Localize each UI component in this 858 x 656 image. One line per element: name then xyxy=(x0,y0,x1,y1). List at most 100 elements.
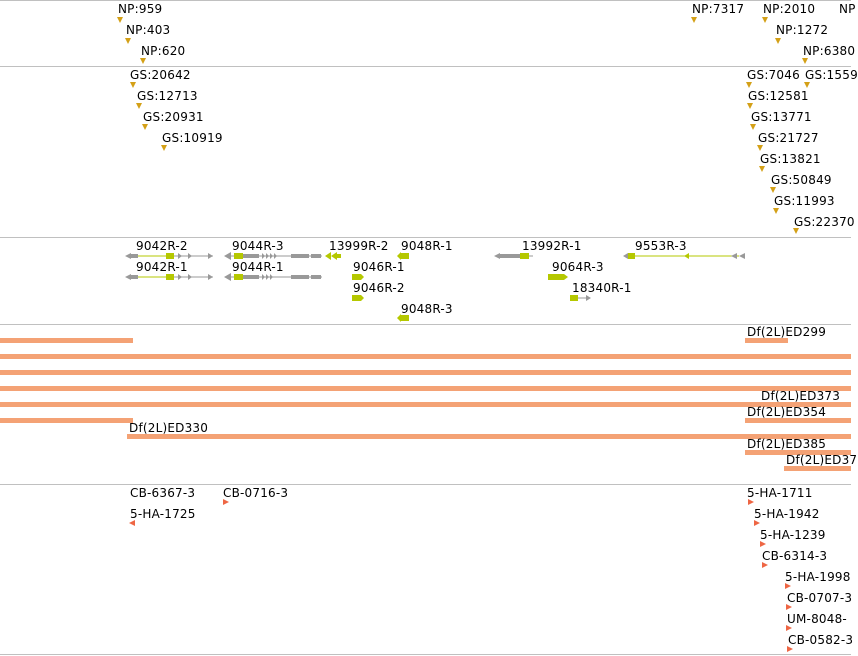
gs-feature-label[interactable]: GS:21727 xyxy=(758,131,819,145)
gs-marker-icon[interactable] xyxy=(142,124,148,130)
gs-marker-icon[interactable] xyxy=(757,145,763,151)
deficiency-bar[interactable] xyxy=(745,418,851,423)
insertion-label[interactable]: CB-6367-3 xyxy=(130,486,196,500)
deficiency-bar[interactable] xyxy=(0,338,133,343)
gene-model-9044R-1[interactable] xyxy=(224,273,322,281)
gene-label[interactable]: 9044R-1 xyxy=(232,260,284,274)
insertion-label[interactable]: UM-8048- xyxy=(787,612,847,626)
insertion-label[interactable]: CB-0582-3 xyxy=(788,633,854,647)
gene-label[interactable]: 9553R-3 xyxy=(635,239,687,253)
np-feature-label[interactable]: NP:403 xyxy=(126,23,171,37)
insertion-marker-icon[interactable] xyxy=(754,520,760,526)
np-feature-label[interactable]: NP:959 xyxy=(118,2,163,16)
gs-feature-label[interactable]: GS:11993 xyxy=(774,194,835,208)
insertion-marker-icon[interactable] xyxy=(762,562,768,568)
gs-feature-label[interactable]: GS:12713 xyxy=(137,89,198,103)
gs-marker-icon[interactable] xyxy=(770,187,776,193)
deficiency-label[interactable]: Df(2L)ED385 xyxy=(747,437,827,451)
deficiency-bar[interactable] xyxy=(127,434,851,439)
insertion-label[interactable]: 5-HA-1711 xyxy=(747,486,813,500)
gs-marker-icon[interactable] xyxy=(130,82,136,88)
gs-marker-icon[interactable] xyxy=(746,82,752,88)
gs-marker-icon[interactable] xyxy=(793,228,799,234)
np-marker-icon[interactable] xyxy=(691,17,697,23)
gene-model-9042R-2[interactable] xyxy=(125,253,213,259)
gene-label[interactable]: 9048R-3 xyxy=(401,302,453,316)
gene-model-13999R-2[interactable] xyxy=(325,252,341,260)
gene-label[interactable]: 9048R-1 xyxy=(401,239,453,253)
insertion-marker-icon[interactable] xyxy=(223,499,229,505)
gene-label[interactable]: 9042R-2 xyxy=(136,239,188,253)
insertion-marker-icon[interactable] xyxy=(785,583,791,589)
gs-marker-icon[interactable] xyxy=(750,124,756,130)
gs-marker-icon[interactable] xyxy=(804,82,810,88)
gene-model-9044R-3[interactable] xyxy=(224,252,322,260)
deficiency-bar[interactable] xyxy=(745,338,788,343)
gene-model-13992R-1[interactable] xyxy=(494,253,533,259)
insertion-label[interactable]: CB-0716-3 xyxy=(223,486,289,500)
np-feature-label[interactable]: NP:1272 xyxy=(776,23,829,37)
gs-feature-label[interactable]: GS:22370 xyxy=(794,215,855,229)
insertion-marker-icon[interactable] xyxy=(129,520,135,526)
gs-feature-label[interactable]: GS:7046 xyxy=(747,68,800,82)
insertion-marker-icon[interactable] xyxy=(786,604,792,610)
gene-model-9046R-2[interactable] xyxy=(352,295,364,301)
insertion-label[interactable]: CB-0707-3 xyxy=(787,591,853,605)
np-marker-icon[interactable] xyxy=(140,58,146,64)
deficiency-label[interactable]: Df(2L)ED330 xyxy=(129,421,209,435)
gene-model-18340R-1[interactable] xyxy=(570,295,591,301)
deficiency-label[interactable]: Df(2L)ED354 xyxy=(747,405,827,419)
gs-feature-label[interactable]: GS:13771 xyxy=(751,110,812,124)
deficiency-label[interactable]: Df(2L)ED373 xyxy=(761,389,841,403)
np-feature-label[interactable]: NP:7317 xyxy=(692,2,745,16)
gs-feature-label[interactable]: GS:13821 xyxy=(760,152,821,166)
insertion-label[interactable]: 5-HA-1725 xyxy=(130,507,196,521)
gs-marker-icon[interactable] xyxy=(136,103,142,109)
np-marker-icon[interactable] xyxy=(117,17,123,23)
deficiency-bar[interactable] xyxy=(0,354,851,359)
insertion-label[interactable]: 5-HA-1239 xyxy=(760,528,826,542)
gs-marker-icon[interactable] xyxy=(759,166,765,172)
gene-label[interactable]: 9046R-1 xyxy=(353,260,405,274)
deficiency-label[interactable]: Df(2L)ED37 xyxy=(786,453,858,467)
insertion-marker-icon[interactable] xyxy=(760,541,766,547)
gs-feature-label[interactable]: GS:20931 xyxy=(143,110,204,124)
gene-model-9553R-3[interactable] xyxy=(623,253,745,259)
deficiency-bar[interactable] xyxy=(0,402,851,407)
gene-model-9064R-3[interactable] xyxy=(548,274,568,280)
gene-label[interactable]: 9044R-3 xyxy=(232,239,284,253)
gs-feature-label[interactable]: GS:50849 xyxy=(771,173,832,187)
gene-model-9046R-1[interactable] xyxy=(352,274,364,280)
deficiency-bar[interactable] xyxy=(745,450,851,455)
gene-label[interactable]: 9064R-3 xyxy=(552,260,604,274)
gs-marker-icon[interactable] xyxy=(747,103,753,109)
gene-label[interactable]: 13999R-2 xyxy=(329,239,389,253)
np-feature-label[interactable]: NP xyxy=(839,2,856,16)
insertion-marker-icon[interactable] xyxy=(787,646,793,652)
deficiency-bar[interactable] xyxy=(0,386,851,391)
np-marker-icon[interactable] xyxy=(775,38,781,44)
insertion-marker-icon[interactable] xyxy=(786,625,792,631)
gene-model-9048R-1[interactable] xyxy=(397,252,409,260)
gene-label[interactable]: 13992R-1 xyxy=(522,239,582,253)
insertion-marker-icon[interactable] xyxy=(748,499,754,505)
deficiency-bar[interactable] xyxy=(784,466,851,471)
gs-feature-label[interactable]: GS:20642 xyxy=(130,68,191,82)
gene-label[interactable]: 9046R-2 xyxy=(353,281,405,295)
np-feature-label[interactable]: NP:2010 xyxy=(763,2,816,16)
gene-label[interactable]: 9042R-1 xyxy=(136,260,188,274)
gene-label[interactable]: 18340R-1 xyxy=(572,281,632,295)
gs-marker-icon[interactable] xyxy=(161,145,167,151)
gs-marker-icon[interactable] xyxy=(773,208,779,214)
deficiency-label[interactable]: Df(2L)ED299 xyxy=(747,325,827,339)
np-feature-label[interactable]: NP:6380 xyxy=(803,44,856,58)
gene-model-9042R-1[interactable] xyxy=(125,274,213,280)
np-marker-icon[interactable] xyxy=(762,17,768,23)
np-feature-label[interactable]: NP:620 xyxy=(141,44,186,58)
insertion-label[interactable]: 5-HA-1942 xyxy=(754,507,820,521)
gs-feature-label[interactable]: GS:1559 xyxy=(805,68,858,82)
gs-feature-label[interactable]: GS:12581 xyxy=(748,89,809,103)
gs-feature-label[interactable]: GS:10919 xyxy=(162,131,223,145)
gene-model-9048R-3[interactable] xyxy=(397,314,409,322)
deficiency-bar[interactable] xyxy=(0,418,133,423)
